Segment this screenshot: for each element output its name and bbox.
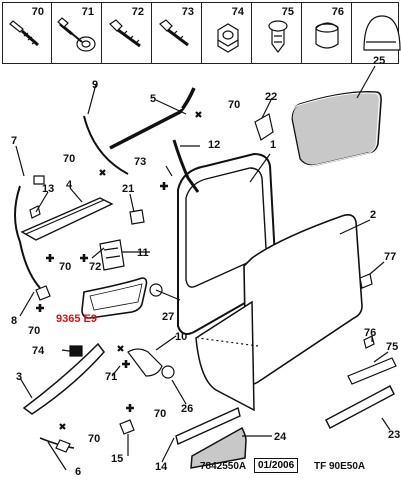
callout-11: 11 (137, 247, 149, 259)
drawing-date: 01/2006 (254, 458, 299, 473)
header-cell-70: 70 (2, 2, 53, 64)
trim-strip-4 (20, 197, 114, 241)
header-cell-71: 71 (51, 2, 103, 64)
callout-10: 10 (175, 331, 188, 343)
callout-2: 2 (370, 209, 377, 221)
clip-75-icon (268, 20, 288, 53)
callout-70: 70 (59, 261, 72, 273)
callout-21: 21 (122, 183, 135, 195)
fastener-markers (59, 111, 202, 430)
callout-27: 27 (162, 311, 175, 323)
part-number: 71 (81, 6, 94, 18)
part-number: 76 (331, 6, 344, 18)
callout-15: 15 (111, 453, 124, 465)
callout-9: 9 (92, 79, 99, 91)
callout-77: 77 (384, 251, 397, 263)
callout-70: 70 (63, 153, 76, 165)
callout-71: 71 (105, 371, 118, 383)
plug-76-icon (315, 22, 339, 49)
screw-72-icon (109, 19, 141, 48)
part-number: 74 (231, 6, 244, 18)
screw-73-icon (159, 19, 189, 47)
part-number: 70 (31, 6, 44, 18)
reference-code: 9365 E9 (56, 313, 97, 325)
callout-1: 1 (270, 139, 277, 151)
hex-nut-74-icon (217, 23, 239, 53)
part-number: 72 (131, 6, 144, 18)
callout-13: 13 (42, 183, 55, 195)
callout-70: 70 (228, 99, 241, 111)
screw-70-icon (9, 20, 39, 47)
header-cell-72: 72 (101, 2, 153, 64)
callout-25: 25 (373, 55, 386, 67)
callout-23: 23 (388, 429, 401, 441)
callout-3: 3 (16, 371, 23, 383)
callout-70: 70 (154, 408, 167, 420)
callout-26: 26 (181, 403, 194, 415)
callout-5: 5 (150, 93, 157, 105)
callout-8: 8 (11, 315, 18, 327)
callout-4: 4 (66, 179, 73, 191)
callout-73: 73 (134, 156, 147, 168)
callout-72: 72 (89, 261, 102, 273)
callout-7: 7 (11, 135, 18, 147)
callout-70: 70 (88, 433, 101, 445)
callout-74: 74 (32, 345, 45, 357)
callout-14: 14 (155, 461, 168, 473)
callout-76: 76 (364, 327, 377, 339)
plus-markers (36, 182, 168, 412)
part-number: 75 (281, 6, 294, 18)
callout-12: 12 (208, 139, 221, 151)
part-number: 73 (181, 6, 194, 18)
callout-6: 6 (75, 466, 82, 478)
callout-22: 22 (265, 91, 278, 103)
cap-icon (363, 15, 401, 51)
callout-75: 75 (386, 341, 399, 353)
flange-screw-71-icon (57, 17, 96, 52)
door-panel-2 (243, 214, 363, 386)
callout-70: 70 (28, 325, 41, 337)
drawing-code: 7842550A (200, 461, 247, 472)
drawing-reference: TF 90E50A (314, 461, 366, 472)
window-glass-25 (291, 91, 382, 167)
callout-24: 24 (274, 431, 287, 443)
